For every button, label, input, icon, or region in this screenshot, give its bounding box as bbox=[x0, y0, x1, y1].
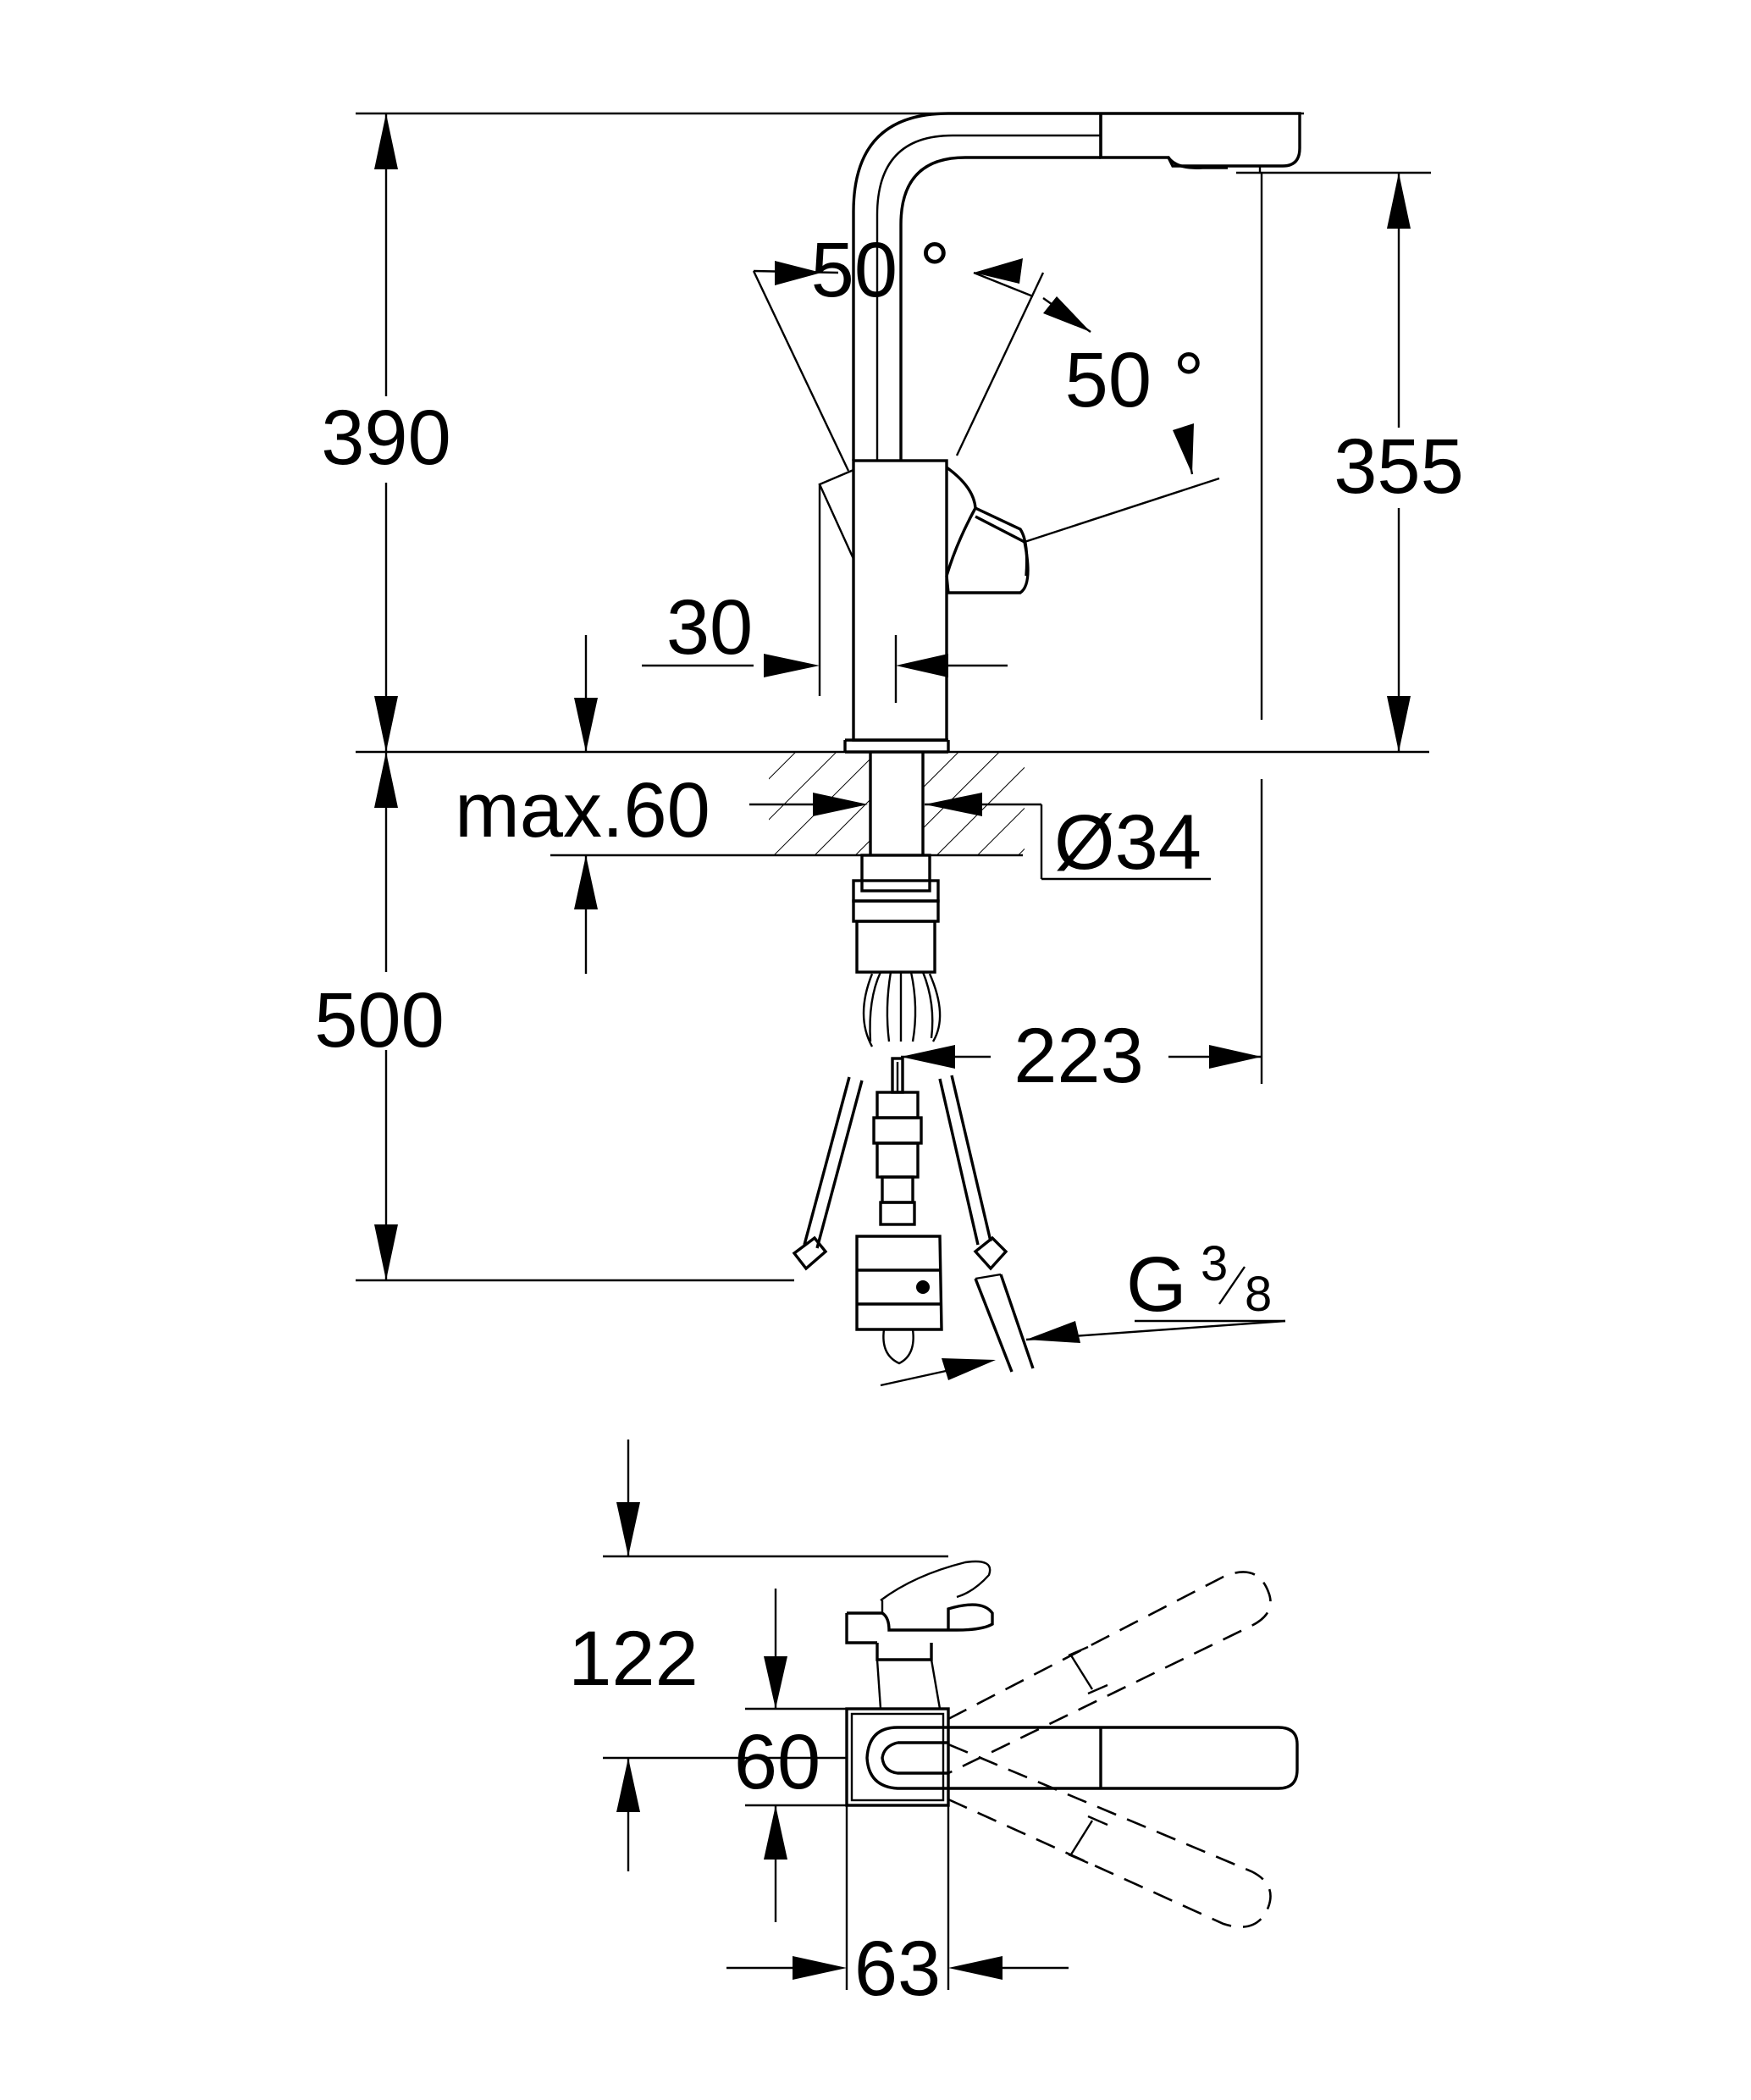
dim-diameter-label: Ø34 bbox=[1054, 799, 1201, 886]
lever-ghost bbox=[818, 468, 855, 696]
dimension-500: 500 bbox=[314, 752, 794, 1282]
spout bbox=[852, 112, 1301, 461]
dimension-390: 390 bbox=[321, 113, 451, 752]
valve-cartridge bbox=[855, 1057, 943, 1365]
dimension-223: 223 bbox=[901, 779, 1263, 1099]
dim-122-label: 122 bbox=[568, 1616, 699, 1702]
thread-g-label: G bbox=[1126, 1241, 1187, 1328]
dim-63-label: 63 bbox=[854, 1926, 941, 2012]
dimension-60-top: 60 bbox=[734, 1589, 847, 1922]
mounting-assembly bbox=[852, 854, 942, 1047]
top-view: 122 60 bbox=[568, 1440, 1299, 2012]
dim-390-label: 390 bbox=[321, 395, 451, 481]
dimension-30: 30 bbox=[642, 584, 1008, 703]
dim-60-label: 60 bbox=[734, 1719, 820, 1805]
top-base bbox=[845, 1707, 950, 1807]
supply-hoses bbox=[792, 1075, 1035, 1373]
thread-numerator: 3 bbox=[1201, 1236, 1228, 1291]
dimension-63: 63 bbox=[726, 1805, 1069, 2012]
tap-body bbox=[843, 459, 950, 754]
angle-spout-label: 50 ° bbox=[811, 227, 951, 313]
thread-spec: G 3 8 bbox=[880, 1236, 1286, 1387]
angle-lever-label: 50 ° bbox=[1065, 337, 1205, 423]
lever bbox=[945, 466, 1220, 594]
dim-max60-label: max.60 bbox=[455, 767, 710, 854]
dimension-diameter: Ø34 bbox=[982, 799, 1211, 886]
dimension-max60: max.60 bbox=[455, 635, 982, 974]
side-view: 390 355 bbox=[314, 112, 1464, 1387]
dim-500-label: 500 bbox=[314, 977, 445, 1064]
dim-223-label: 223 bbox=[1014, 1013, 1144, 1099]
angle-lever: 50 ° bbox=[1042, 296, 1205, 475]
thread-denominator: 8 bbox=[1245, 1267, 1272, 1322]
angle-spout: 50 ° bbox=[752, 227, 1045, 472]
top-spout-rotated bbox=[947, 1571, 1272, 1928]
top-spout bbox=[865, 1726, 1299, 1790]
dim-30-label: 30 bbox=[666, 584, 753, 671]
top-lever bbox=[845, 1560, 994, 1710]
dimension-355: 355 bbox=[1236, 171, 1464, 752]
dim-355-label: 355 bbox=[1334, 423, 1464, 510]
dimension-122: 122 bbox=[568, 1440, 948, 1871]
